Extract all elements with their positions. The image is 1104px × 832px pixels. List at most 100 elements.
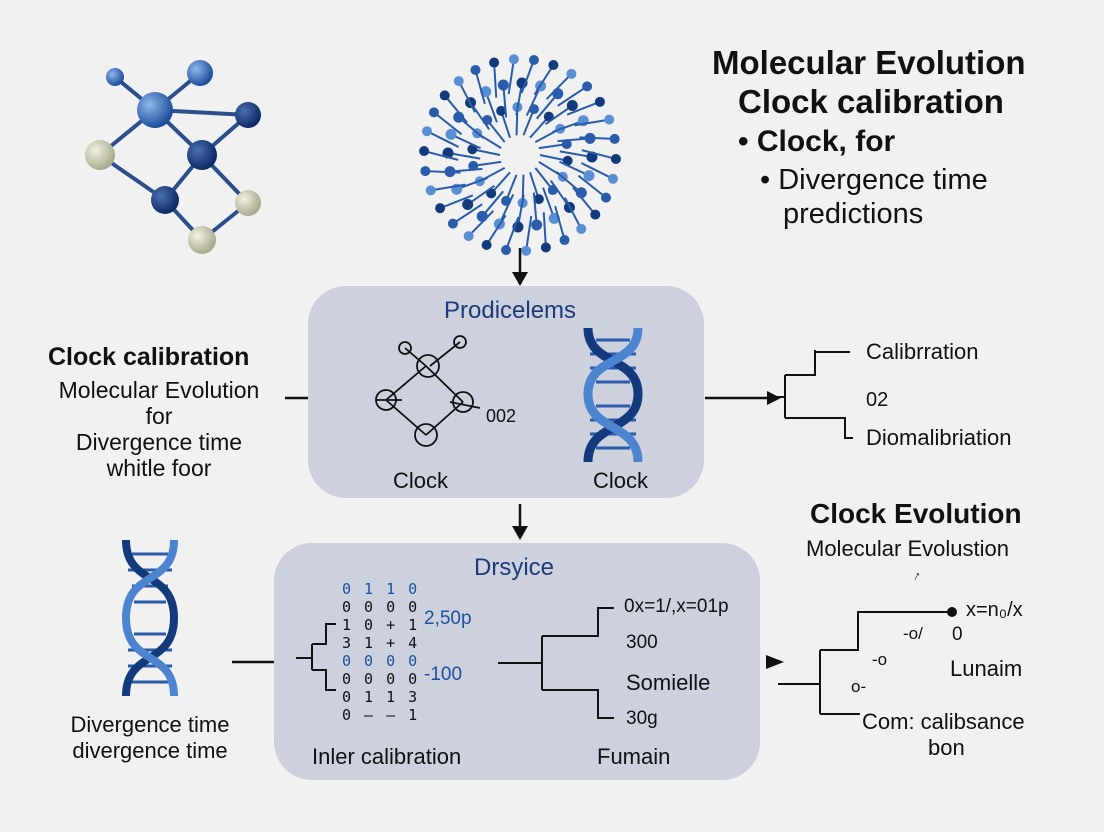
- glyph-1: -o/: [903, 624, 923, 643]
- micelle-head: [582, 81, 593, 92]
- micelle-head: [562, 155, 573, 166]
- micelle-tail: [572, 186, 597, 216]
- left-top-heading: Clock calibration: [48, 343, 250, 371]
- micelle-tail: [520, 59, 535, 94]
- micelle-head: [561, 139, 572, 150]
- micelle-head: [470, 64, 481, 75]
- micelle-tail: [457, 80, 476, 113]
- glyph-2: -o: [872, 650, 888, 669]
- micelle-head: [496, 105, 507, 116]
- micelle-tail: [505, 216, 520, 251]
- micelle-head: [501, 244, 512, 255]
- right-bottom-label-mid: Lunaim: [950, 656, 1023, 681]
- molecule-label: 002: [486, 406, 517, 426]
- micelle-head: [548, 59, 559, 70]
- arrow-down-icon: [512, 248, 528, 286]
- micelle-tail: [425, 170, 461, 174]
- micelle-head: [489, 57, 500, 68]
- micelle-tail: [579, 136, 615, 140]
- micelle-head: [566, 100, 578, 112]
- micelle-head: [421, 126, 432, 137]
- micelle-head: [594, 96, 605, 107]
- micelle-tail: [430, 183, 466, 192]
- step-tree-icon: [778, 607, 957, 715]
- tree-label-4: 30g: [626, 708, 658, 729]
- micelle-head: [528, 55, 539, 66]
- left-top-line-1: Molecular Evolution: [58, 377, 260, 403]
- matrix-row: 0 1 1 3: [342, 688, 420, 706]
- left-bottom-line-1: Divergence time: [70, 712, 230, 737]
- micelle-tail: [533, 64, 555, 96]
- up-marker-icon: ↑: [910, 567, 924, 584]
- bottom-process-box: [274, 543, 760, 780]
- lattice-molecule-icon: [85, 60, 261, 254]
- micelle-tail: [493, 62, 498, 98]
- tree-label-3: Somielle: [626, 670, 711, 695]
- micelle-tail: [581, 149, 617, 160]
- micelle-head: [445, 128, 457, 140]
- micelle-head: [583, 170, 595, 182]
- micelle-head: [481, 240, 492, 251]
- micelle-tail: [557, 85, 588, 107]
- glyph-3: o-: [851, 677, 867, 696]
- micelle-head: [608, 173, 619, 184]
- micelle-head: [425, 185, 436, 196]
- clock-molecule-icon: [375, 335, 481, 447]
- top-box-title: Prodicelems: [444, 297, 577, 324]
- right-top-label-top: Calibrration: [866, 339, 979, 364]
- calibration-tree-icon: [775, 350, 853, 439]
- zero-label: 0: [952, 624, 963, 645]
- micelle-head: [497, 79, 509, 91]
- micelle-head: [508, 54, 519, 65]
- micelle-head: [453, 76, 464, 87]
- matrix-row: 0 – – 1: [342, 706, 420, 724]
- micelle-tail: [542, 212, 547, 248]
- micelle-head: [467, 144, 478, 155]
- micelle-head: [531, 219, 543, 231]
- micelle-tail: [423, 150, 459, 161]
- bottom-box-label-left: Inler calibration: [312, 744, 462, 769]
- matrix-row: 0 0 0 0: [342, 598, 420, 616]
- top-box-label-left: Clock: [393, 468, 449, 493]
- micelle-head: [468, 160, 479, 171]
- micelle-head: [601, 192, 612, 203]
- matrix-row: 1 0 + 1: [342, 616, 420, 634]
- left-top-line-2: for: [145, 403, 173, 429]
- top-box-label-right: Clock: [593, 468, 649, 493]
- micelle-head: [463, 231, 474, 242]
- right-bottom-subheading: Molecular Evolustion: [806, 536, 1009, 561]
- micelle-tail: [564, 197, 583, 230]
- title-bullet-2-line-1: • Divergence time: [760, 164, 988, 196]
- arrow-down-icon: [512, 504, 528, 540]
- micelle-tail: [433, 111, 463, 136]
- micelle-tail: [581, 162, 614, 180]
- micelle-tail: [426, 130, 459, 148]
- micelle-tail: [554, 205, 566, 241]
- arrow-right-icon: [705, 391, 781, 405]
- right-top-label-mid: 02: [866, 389, 889, 411]
- micelle-head: [559, 235, 570, 246]
- micelle-head: [604, 114, 615, 125]
- bottom-box-title: Drsyice: [474, 554, 555, 581]
- tree-branch-icon: [498, 607, 614, 719]
- micelle-tail: [545, 73, 573, 100]
- micelle-tail: [467, 210, 495, 237]
- title-bullet-2-line-2: predictions: [783, 198, 924, 230]
- right-bottom-label-bottom-2: bon: [928, 735, 965, 760]
- dna-helix-icon: [583, 327, 643, 463]
- matrix-row: 0 0 0 0: [342, 652, 420, 670]
- matrix-value-1: 2,50p: [424, 608, 472, 629]
- matrix-row: 0 0 0 0: [342, 670, 420, 688]
- micelle-head: [521, 245, 532, 256]
- dna-helix-icon: [121, 539, 179, 697]
- micelle-head: [552, 88, 564, 100]
- right-bottom-heading: Clock Evolution: [810, 498, 1022, 529]
- tree-label-1: 0x=1/,x=01p: [624, 596, 729, 617]
- tree-label-2: 300: [626, 632, 658, 653]
- micelle-tail: [452, 203, 483, 225]
- micelle-head: [476, 210, 488, 222]
- matrix-row: 3 1 + 4: [342, 634, 420, 652]
- micelle-head: [435, 203, 446, 214]
